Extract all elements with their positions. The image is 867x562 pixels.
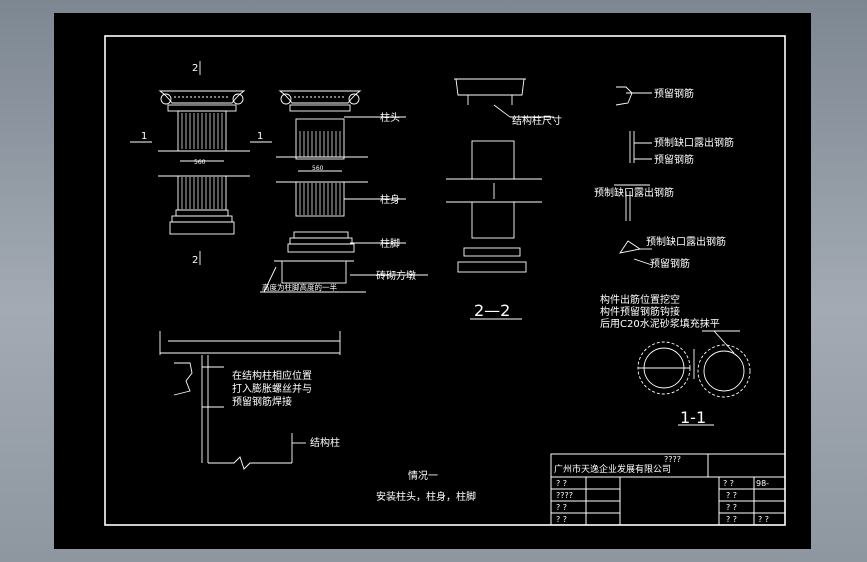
section-1-1-drawing [637, 330, 751, 426]
label-shaft: 柱身 [380, 193, 400, 206]
tb-right-cell-2: ? ? [726, 503, 737, 512]
note-anchor-2: 打入膨胀螺丝并与 [232, 382, 312, 395]
tb-right-cell-4: ? ? [758, 515, 769, 524]
tb-right-cell-1: ? ? [726, 491, 737, 500]
section-mark-2-top: 2 [192, 63, 198, 74]
label-structural-column-size: 结构柱尺寸 [512, 114, 562, 127]
dim-label-left: 560 [194, 159, 206, 166]
case-description: 安装柱头，柱身，柱脚 [376, 490, 476, 503]
rebar-details [614, 86, 653, 266]
dim-label-middle: 560 [312, 165, 324, 172]
anchor-detail [159, 331, 341, 470]
tb-left-cell-4: ? ? [556, 515, 567, 524]
section-mark-2-bottom: 2 [192, 255, 198, 266]
section-mark-1-right: 1 [257, 131, 263, 142]
label-brick-pier: 砖砌方墩 [376, 269, 416, 282]
column-elevation-left [130, 61, 272, 265]
drawing-canvas[interactable]: 2 2 1 1 560 560 柱头 柱身 柱脚 砖砌方墩 高度为柱脚高度的一半… [54, 13, 811, 549]
title-block-garbled: ???? [664, 455, 681, 464]
label-precast-gap-rebar-1: 预制缺口露出钢筋 [654, 136, 734, 149]
drawing-svg: 2 2 1 1 560 560 柱头 柱身 柱脚 砖砌方墩 高度为柱脚高度的一半… [104, 35, 786, 526]
case-title: 情况一 [408, 469, 438, 482]
label-structural-column: 结构柱 [310, 436, 340, 449]
note-anchor-3: 预留钢筋焊接 [232, 395, 292, 408]
label-reserved-rebar-2: 预留钢筋 [654, 153, 694, 166]
note-section-2: 构件预留钢筋钩接 [600, 305, 680, 318]
label-section-1-1: 1-1 [680, 408, 706, 427]
label-reserved-rebar-3: 预留钢筋 [650, 257, 690, 270]
label-precast-gap-rebar-2: 预制缺口露出钢筋 [594, 186, 674, 199]
tb-left-cell-3: ? ? [556, 503, 567, 512]
title-block-top-right-cell: ? ? [723, 479, 734, 488]
label-section-2-2: 2—2 [474, 301, 510, 320]
tb-left-cell-2: ???? [556, 491, 573, 500]
section-2-2-drawing [446, 78, 554, 273]
title-block [550, 453, 786, 526]
note-section-3: 后用C20水泥砂浆填充抹平 [600, 317, 720, 330]
column-elevation-middle [260, 90, 428, 293]
label-precast-gap-rebar-3: 预制缺口露出钢筋 [646, 235, 726, 248]
section-mark-1-left: 1 [141, 131, 147, 142]
label-base-note: 高度为柱脚高度的一半 [262, 282, 337, 292]
label-base: 柱脚 [380, 237, 400, 250]
note-section-1: 构件出筋位置挖空 [600, 293, 680, 306]
tb-right-cell-3: ? ? [726, 515, 737, 524]
tb-left-cell-1: ? ? [556, 479, 567, 488]
title-block-company: 广州市天逸企业发展有限公司 [554, 463, 671, 475]
label-capital: 柱头 [380, 111, 400, 124]
label-reserved-rebar-1: 预留钢筋 [654, 87, 694, 100]
title-block-drawing-no: 98- [756, 479, 769, 488]
sheet-border [104, 35, 786, 526]
note-anchor-1: 在结构柱相应位置 [232, 369, 312, 382]
